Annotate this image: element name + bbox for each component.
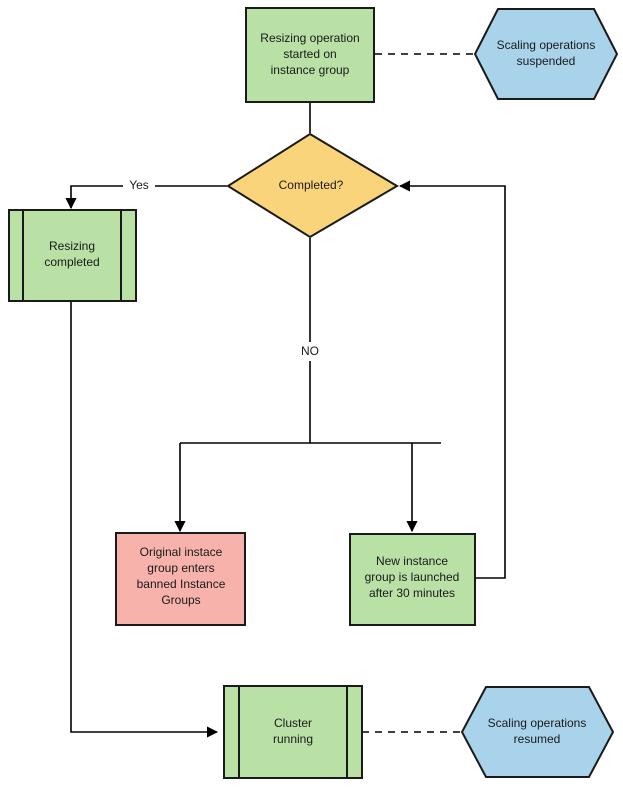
node-resizing-started-box[interactable] — [245, 7, 375, 103]
edge-resizing-completed-to-cluster-running — [70, 302, 219, 738]
node-resizing-started-line1: Resizing operation — [260, 31, 359, 45]
node-original-banned-line2: group enters — [147, 561, 214, 575]
node-scaling-suspended[interactable]: Scaling operations suspended — [473, 8, 619, 100]
edge-label-no-text: NO — [301, 344, 319, 358]
node-scaling-resumed-line2: resumed — [514, 732, 561, 746]
node-resizing-started-line2: started on — [283, 47, 336, 61]
node-new-group-launched-box[interactable] — [349, 533, 476, 626]
node-scaling-resumed[interactable]: Scaling operations resumed — [460, 686, 615, 778]
edge-label-yes-text: Yes — [129, 178, 149, 192]
node-new-group-launched-line1: New instance — [376, 554, 448, 568]
node-new-group-launched-line2: group is launched — [365, 570, 460, 584]
node-completed-decision[interactable]: Completed? — [226, 132, 399, 239]
node-original-banned-line1: Original instace — [140, 545, 223, 559]
node-original-banned-box[interactable] — [115, 532, 246, 626]
edge-label-no: NO — [294, 342, 326, 361]
node-cluster-running-line1: Cluster — [274, 716, 312, 730]
node-resizing-started-line3: instance group — [271, 63, 350, 77]
edge-new-group-back-to-decision — [398, 180, 506, 579]
node-cluster-running-box[interactable] — [223, 685, 363, 779]
node-cluster-running-line2: running — [273, 732, 313, 746]
node-original-banned[interactable]: Original instace group enters banned Ins… — [115, 532, 246, 626]
node-scaling-suspended-line2: suspended — [517, 54, 576, 68]
node-scaling-suspended-hexagon[interactable] — [473, 8, 619, 100]
node-resizing-completed-line1: Resizing — [49, 239, 95, 253]
node-resizing-completed[interactable]: Resizing completed — [8, 209, 137, 302]
node-scaling-suspended-line1: Scaling operations — [497, 38, 596, 52]
edge-decision-yes-to-resizing-completed — [65, 185, 227, 210]
node-completed-decision-diamond[interactable] — [226, 132, 399, 239]
edge-label-yes: Yes — [123, 176, 155, 195]
node-resizing-completed-box[interactable] — [8, 209, 137, 302]
node-scaling-resumed-line1: Scaling operations — [488, 716, 587, 730]
node-resizing-started[interactable]: Resizing operation started on instance g… — [245, 7, 375, 103]
node-cluster-running[interactable]: Cluster running — [223, 685, 363, 779]
node-original-banned-line3: banned Instance — [137, 577, 226, 591]
node-original-banned-line4: Groups — [161, 593, 200, 607]
node-completed-decision-label: Completed? — [279, 178, 344, 192]
node-scaling-resumed-hexagon[interactable] — [460, 686, 615, 778]
node-new-group-launched[interactable]: New instance group is launched after 30 … — [349, 533, 476, 626]
node-resizing-completed-line2: completed — [44, 255, 99, 269]
node-new-group-launched-line3: after 30 minutes — [369, 586, 455, 600]
